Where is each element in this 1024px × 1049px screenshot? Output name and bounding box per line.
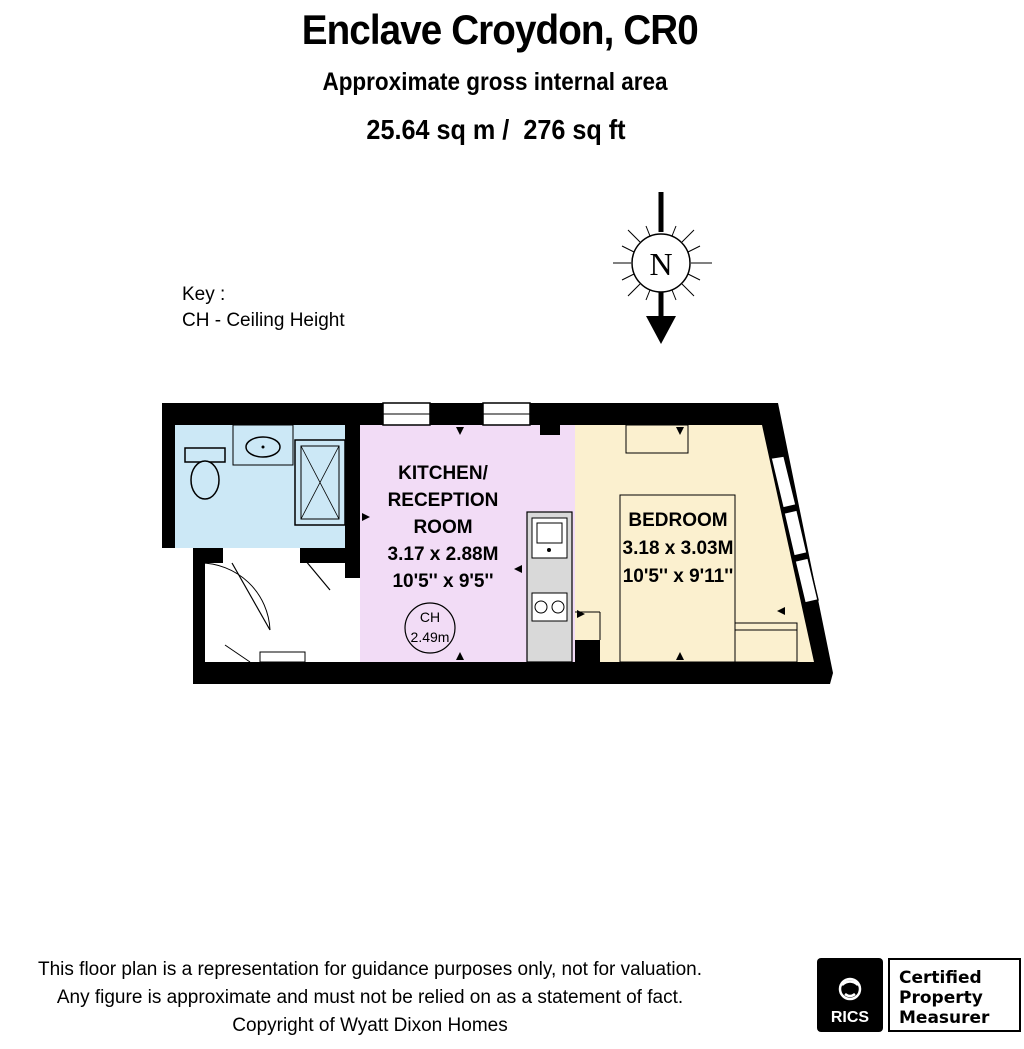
compass: N bbox=[613, 192, 712, 344]
ceiling-height-value: 2.49m bbox=[411, 629, 450, 645]
toilet-cistern bbox=[184, 447, 226, 463]
copyright-line: Copyright of Wyatt Dixon Homes bbox=[232, 1015, 508, 1036]
badge-line1: Certified bbox=[899, 968, 982, 988]
bedroom-metric: 3.18 x 3.03M bbox=[623, 538, 734, 559]
key-entry-ceiling-height: CH - Ceiling Height bbox=[182, 310, 345, 331]
kitchen-metric: 3.17 x 2.88M bbox=[388, 544, 499, 565]
compass-north-letter: N bbox=[649, 246, 672, 282]
badge-line2: Property bbox=[899, 988, 983, 1008]
ceiling-height-label: CH bbox=[420, 609, 440, 625]
wall-bathroom-hall bbox=[193, 548, 223, 563]
kitchen-name-line2: RECEPTION bbox=[388, 490, 499, 511]
wall-top-kitchen bbox=[540, 425, 560, 435]
kitchen-imperial: 10'5'' x 9'5'' bbox=[392, 571, 493, 592]
wall-stub-hall bbox=[345, 548, 360, 578]
wall-bathroom-kitchen bbox=[345, 425, 360, 550]
kitchen-name-line3: ROOM bbox=[413, 517, 472, 538]
plan-subtitle: Approximate gross internal area bbox=[322, 68, 668, 96]
kitchen-reception-room bbox=[360, 425, 575, 662]
compass-rays bbox=[613, 225, 712, 301]
window-right-1 bbox=[770, 455, 797, 509]
key-legend: Key : CH - Ceiling Height bbox=[182, 282, 345, 334]
kitchen-label: KITCHEN/ RECEPTION ROOM 3.17 x 2.88M 10'… bbox=[388, 463, 499, 592]
ceiling-height-marker: CH 2.49m bbox=[404, 602, 456, 654]
disclaimer-line2: Any figure is approximate and must not b… bbox=[56, 987, 684, 1008]
disclaimer: This floor plan is a representation for … bbox=[0, 956, 740, 1040]
bedroom-items bbox=[619, 424, 798, 663]
radiator-unit bbox=[625, 424, 689, 454]
window-right-3 bbox=[794, 557, 819, 604]
doors bbox=[199, 559, 601, 663]
bedroom-cupboard bbox=[734, 622, 798, 663]
compass-arrow bbox=[646, 316, 676, 344]
hallway bbox=[205, 548, 360, 662]
window-right-2 bbox=[783, 509, 808, 557]
bedroom-name: BEDROOM bbox=[628, 510, 727, 531]
wall-bathroom-hall-right bbox=[300, 548, 345, 563]
bedroom bbox=[575, 425, 814, 662]
toilet-bowl bbox=[190, 460, 220, 500]
rics-brand: RICS bbox=[831, 1009, 870, 1026]
cupboard-door bbox=[304, 559, 331, 591]
hob bbox=[531, 592, 568, 622]
badge-line3: Measurer bbox=[899, 1008, 990, 1028]
kitchen-units bbox=[526, 511, 573, 663]
kitchen-name-line1: KITCHEN/ bbox=[398, 463, 488, 484]
certified-box bbox=[888, 958, 1021, 1032]
compass-circle bbox=[631, 233, 691, 293]
bed-outline bbox=[619, 494, 736, 663]
wall-stub-bedroom bbox=[575, 640, 600, 662]
bathroom-fixtures bbox=[184, 424, 346, 526]
rics-lion-icon bbox=[838, 977, 862, 1001]
disclaimer-line1: This floor plan is a representation for … bbox=[38, 959, 702, 980]
bedroom-label: BEDROOM 3.18 x 3.03M 10'5'' x 9'11'' bbox=[623, 510, 734, 587]
rics-certified-badge: RICS Certified Property Measurer bbox=[817, 958, 1021, 1032]
bedroom-imperial: 10'5'' x 9'11'' bbox=[623, 566, 734, 587]
plan-title: Enclave Croydon, CR0 bbox=[301, 6, 699, 53]
dimension-markers bbox=[362, 427, 785, 660]
gross-area: 25.64 sq m / 276 sq ft bbox=[366, 114, 626, 145]
entrance-door bbox=[259, 651, 306, 663]
key-heading: Key : bbox=[182, 284, 226, 305]
ceiling-height-circle bbox=[404, 602, 456, 654]
